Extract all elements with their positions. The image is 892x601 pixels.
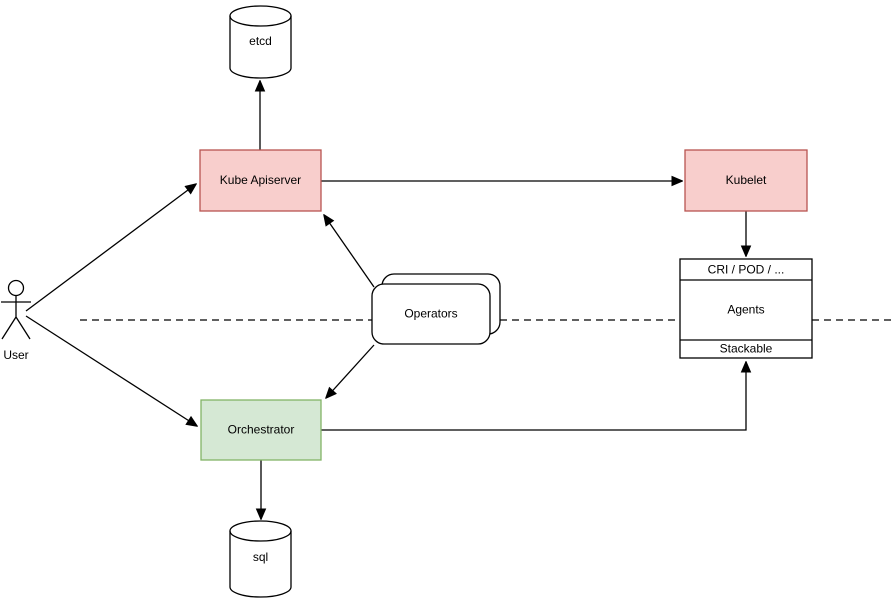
edge-operators-to-kube-apiserver (324, 215, 375, 288)
kubelet-label: Kubelet (726, 173, 767, 187)
agents-stack-footer-label: Stackable (720, 342, 773, 356)
node-etcd[interactable]: etcd (229, 5, 292, 79)
etcd-cylinder[interactable] (229, 5, 292, 79)
operators-label: Operators (404, 307, 457, 321)
edge-operators-to-orchestrator (326, 344, 375, 398)
node-kubelet[interactable]: Kubelet (684, 149, 808, 212)
kube-apiserver-label: Kube Apiserver (220, 173, 301, 187)
edge-user-to-kube-apiserver (25, 184, 196, 312)
sql-label: sql (253, 550, 268, 564)
user-label: User (3, 348, 28, 362)
node-agents-stack[interactable]: CRI / POD / ... Agents Stackable (679, 258, 813, 359)
node-operators[interactable]: Operators (371, 273, 501, 345)
agents-stack-header-label: CRI / POD / ... (708, 263, 785, 277)
orchestrator-label: Orchestrator (228, 423, 295, 437)
agents-stack-box[interactable] (679, 258, 813, 359)
agents-stack-body-label: Agents (727, 303, 764, 317)
node-orchestrator[interactable]: Orchestrator (200, 399, 322, 461)
user-actor-head (7, 279, 25, 297)
edge-user-to-orchestrator (25, 315, 197, 426)
etcd-label: etcd (249, 34, 272, 48)
sql-cylinder-top-arc (229, 530, 292, 542)
edge-orchestrator-to-agents (321, 362, 746, 431)
node-sql[interactable]: sql (229, 520, 292, 598)
kube-apiserver-box[interactable] (199, 149, 322, 212)
orchestrator-box[interactable] (200, 399, 322, 461)
user-actor-body[interactable] (1, 295, 31, 340)
kubelet-box[interactable] (684, 149, 808, 212)
etcd-cylinder-top-arc (229, 15, 292, 27)
node-kube-apiserver[interactable]: Kube Apiserver (199, 149, 322, 212)
operators-front-card[interactable] (371, 283, 491, 345)
node-user[interactable]: User (1, 279, 31, 363)
